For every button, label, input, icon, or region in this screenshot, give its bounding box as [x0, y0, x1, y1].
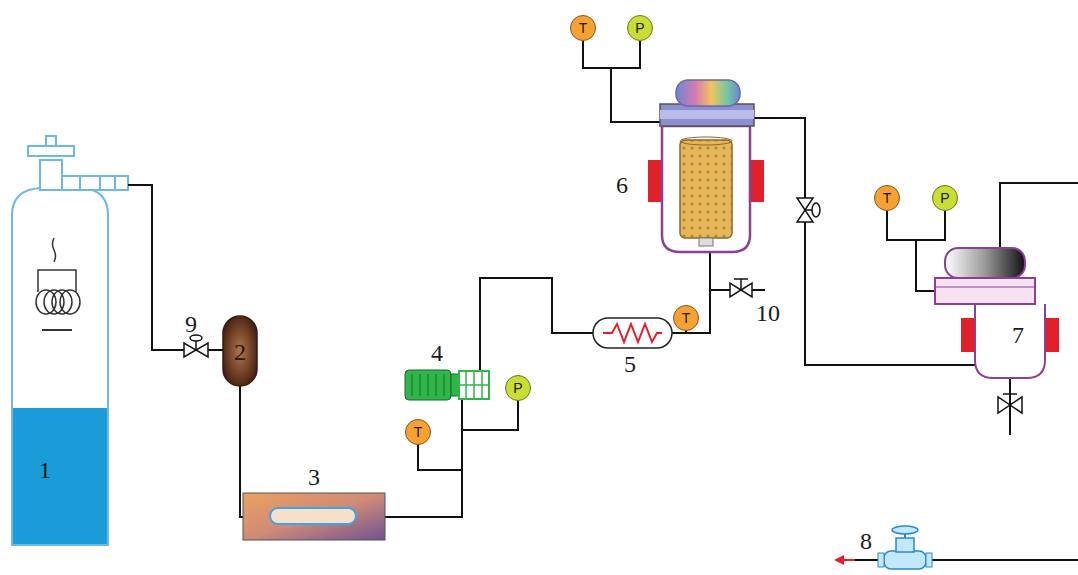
callout-number: 6 — [616, 173, 628, 197]
callout-number: 5 — [624, 352, 636, 376]
callout-number: 8 — [860, 529, 872, 553]
callout-number: 9 — [185, 312, 197, 336]
gauge-circle: T — [874, 185, 900, 211]
gauge-letter: P — [940, 191, 949, 205]
gauge-circle: P — [932, 185, 958, 211]
gauge-circle: P — [627, 15, 653, 41]
callout-number: 3 — [308, 465, 320, 489]
callout-number: 2 — [234, 340, 246, 364]
gauge-letter: P — [635, 21, 644, 35]
gauge-letter: P — [513, 381, 522, 395]
callout-number: 10 — [756, 301, 780, 325]
gauge-circle: T — [570, 15, 596, 41]
gauge-letter: T — [682, 311, 691, 325]
gauge-letter: T — [579, 21, 588, 35]
gauge-connector — [887, 211, 945, 240]
gauge-letter: T — [883, 191, 892, 205]
gauge-circle: T — [673, 305, 699, 331]
gauge-connector — [583, 41, 640, 68]
gauge-circle: P — [505, 375, 531, 401]
gauge-circle: T — [405, 419, 431, 445]
callout-number: 4 — [431, 341, 443, 365]
gauge-letter: T — [414, 425, 423, 439]
callout-number: 7 — [1012, 323, 1024, 347]
callout-number: 1 — [39, 458, 51, 482]
